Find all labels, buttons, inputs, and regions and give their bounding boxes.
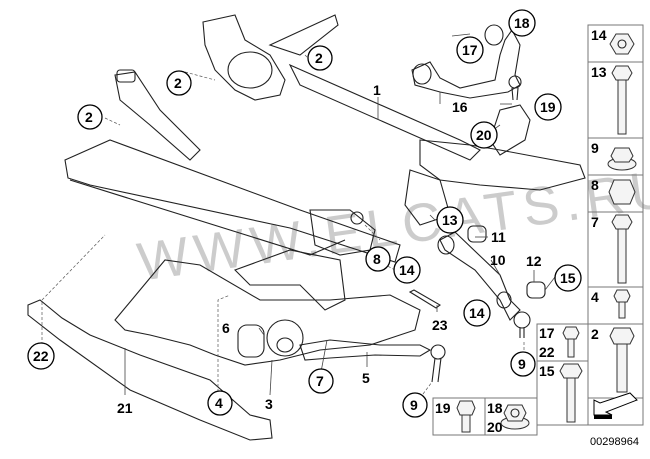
svg-text:5: 5 — [362, 370, 370, 386]
svg-text:23: 23 — [432, 317, 448, 333]
bolt-icon-13 — [611, 65, 633, 135]
callout-9a[interactable]: 9 — [402, 392, 428, 418]
hw-label-13: 13 — [591, 64, 607, 80]
svg-text:2: 2 — [174, 75, 182, 91]
callout-23[interactable]: 23 — [432, 317, 448, 333]
hw-label-19: 19 — [435, 400, 451, 416]
svg-text:15: 15 — [560, 270, 576, 286]
callout-13[interactable]: 13 — [436, 206, 464, 234]
leader-lines — [41, 33, 556, 399]
direction-arrow-icon — [593, 392, 638, 419]
svg-text:21: 21 — [117, 400, 133, 416]
bolt-icon-4 — [613, 289, 631, 319]
callout-18[interactable]: 18 — [508, 9, 536, 37]
callout-12[interactable]: 12 — [526, 253, 542, 269]
hw-label-22: 22 — [539, 344, 555, 360]
bolt-icon-7 — [611, 214, 633, 284]
hw-label-8: 8 — [591, 177, 599, 193]
svg-text:6: 6 — [222, 320, 230, 336]
svg-text:1: 1 — [373, 82, 381, 98]
callout-9b[interactable]: 9 — [510, 351, 536, 377]
svg-text:4: 4 — [215, 395, 223, 411]
callout-16[interactable]: 16 — [452, 99, 468, 115]
svg-text:22: 22 — [33, 348, 49, 364]
svg-text:11: 11 — [491, 229, 506, 245]
callout-8[interactable]: 8 — [365, 246, 391, 272]
hw-label-7: 7 — [591, 214, 599, 230]
reference-number: 00298964 — [590, 436, 639, 448]
svg-text:17: 17 — [462, 42, 478, 58]
bolt-icon-2 — [609, 327, 635, 393]
callout-14b[interactable]: 14 — [463, 299, 491, 327]
callout-11[interactable]: 11 — [491, 229, 506, 245]
hw-label-17: 17 — [539, 325, 555, 341]
callout-2b[interactable]: 2 — [166, 70, 192, 96]
svg-text:16: 16 — [452, 99, 468, 115]
hw-label-18: 18 — [487, 400, 503, 416]
hw-label-2: 2 — [591, 326, 599, 342]
hardware-panel: 14 13 9 8 7 4 2 17 22 15 19 18 20 002989… — [432, 24, 644, 448]
hw-label-9: 9 — [591, 140, 599, 156]
bolt-icon-15 — [559, 363, 583, 423]
nut-icon-18-20 — [500, 404, 530, 430]
callout-6[interactable]: 6 — [222, 320, 230, 336]
callout-10[interactable]: 10 — [490, 252, 506, 268]
nut-icon-14 — [609, 33, 635, 55]
svg-text:14: 14 — [399, 262, 415, 278]
svg-text:20: 20 — [476, 127, 492, 143]
callout-4[interactable]: 4 — [207, 390, 233, 416]
callout-22[interactable]: 22 — [27, 342, 55, 370]
svg-text:14: 14 — [469, 305, 485, 321]
svg-text:10: 10 — [490, 252, 506, 268]
callout-3[interactable]: 3 — [265, 396, 273, 412]
callout-1[interactable]: 1 — [373, 82, 381, 98]
svg-text:9: 9 — [518, 356, 526, 372]
callout-17[interactable]: 17 — [456, 36, 484, 64]
hw-label-15: 15 — [539, 363, 555, 379]
svg-text:8: 8 — [373, 251, 381, 267]
svg-text:9: 9 — [410, 397, 418, 413]
bolt-icon-17-22 — [562, 326, 580, 358]
callout-2a[interactable]: 2 — [307, 45, 333, 71]
hw-label-4: 4 — [591, 289, 599, 305]
hw-label-14: 14 — [591, 27, 607, 43]
callout-19[interactable]: 19 — [534, 93, 562, 121]
svg-text:2: 2 — [85, 109, 93, 125]
callouts: 1 2 2 2 3 4 5 6 7 8 9 9 10 11 12 13 14 1… — [27, 9, 582, 418]
bolt-icon-19 — [456, 400, 476, 433]
callout-21[interactable]: 21 — [117, 400, 133, 416]
nut-icon-8 — [608, 179, 636, 205]
callout-20[interactable]: 20 — [470, 121, 498, 149]
callout-2c[interactable]: 2 — [77, 104, 103, 130]
svg-text:19: 19 — [540, 99, 556, 115]
callout-5[interactable]: 5 — [362, 370, 370, 386]
svg-text:7: 7 — [316, 373, 324, 389]
svg-text:12: 12 — [526, 253, 542, 269]
callout-14a[interactable]: 14 — [393, 256, 421, 284]
svg-text:13: 13 — [442, 212, 458, 228]
callout-7[interactable]: 7 — [308, 368, 334, 394]
svg-text:2: 2 — [315, 50, 323, 66]
nut-icon-9 — [607, 147, 637, 171]
hw-label-20: 20 — [487, 419, 503, 435]
callout-15[interactable]: 15 — [554, 264, 582, 292]
svg-text:3: 3 — [265, 396, 273, 412]
svg-text:18: 18 — [514, 15, 530, 31]
subframe-drawing — [27, 14, 586, 441]
